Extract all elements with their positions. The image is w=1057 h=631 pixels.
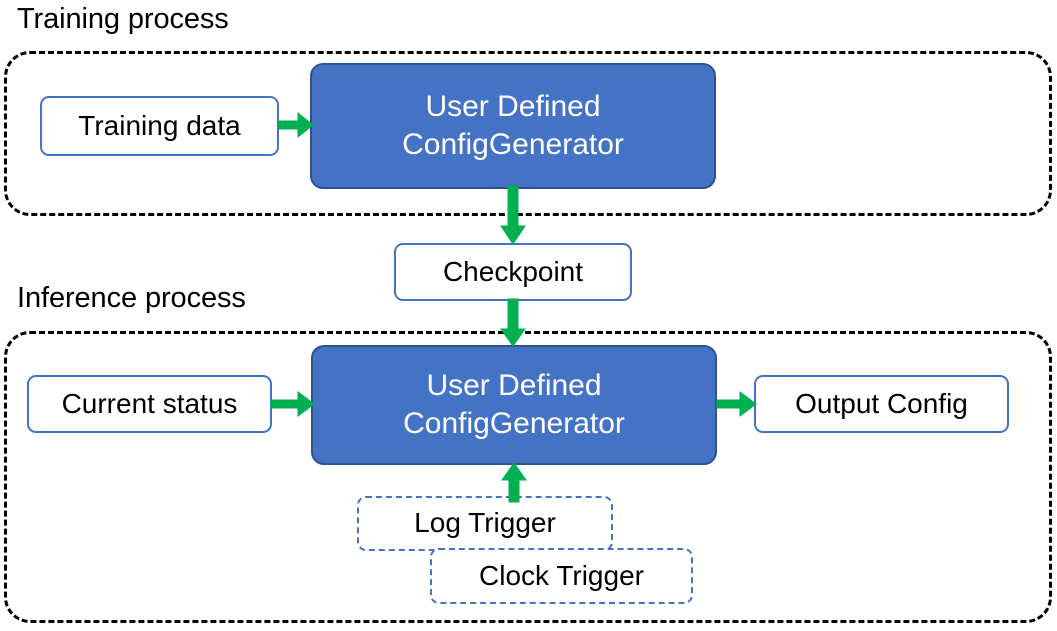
inference-process-group [4,331,1052,623]
node-output-config[interactable]: Output Config [754,375,1009,433]
node-checkpoint-label: Checkpoint [442,255,584,287]
arrow-triggers-to-generator-icon [501,462,527,503]
arrow-generator-to-output-config-icon [716,391,757,417]
node-training-data[interactable]: Training data [40,96,279,156]
node-output-config-label: Output Config [795,387,968,419]
node-configgenerator-training-line2: ConfigGenerator [402,128,624,161]
node-clock-trigger-label: Clock Trigger [479,559,644,591]
inference-process-title: Inference process [17,282,246,314]
node-user-defined-configgenerator-training[interactable]: User Defined ConfigGenerator [310,63,716,189]
node-current-status-label: Current status [61,387,238,419]
node-configgenerator-training-line1: User Defined [425,89,601,123]
node-checkpoint[interactable]: Checkpoint [394,243,632,301]
node-user-defined-configgenerator-inference[interactable]: User Defined ConfigGenerator [311,345,717,465]
arrow-current-status-to-generator-icon [270,391,315,417]
node-configgenerator-inference-line1: User Defined [426,368,602,402]
node-configgenerator-inference-line2: ConfigGenerator [403,407,625,440]
node-current-status[interactable]: Current status [27,375,272,433]
node-training-data-label: Training data [78,109,241,141]
arrow-generator-to-checkpoint-icon [500,185,526,246]
arrow-checkpoint-to-generator-icon [500,298,526,348]
node-log-trigger-label: Log Trigger [414,507,556,539]
node-log-trigger[interactable]: Log Trigger [357,496,613,551]
node-clock-trigger[interactable]: Clock Trigger [430,548,693,604]
training-process-group [4,51,1052,216]
training-process-title: Training process [17,3,229,35]
arrow-training-data-to-generator-icon [277,111,314,139]
